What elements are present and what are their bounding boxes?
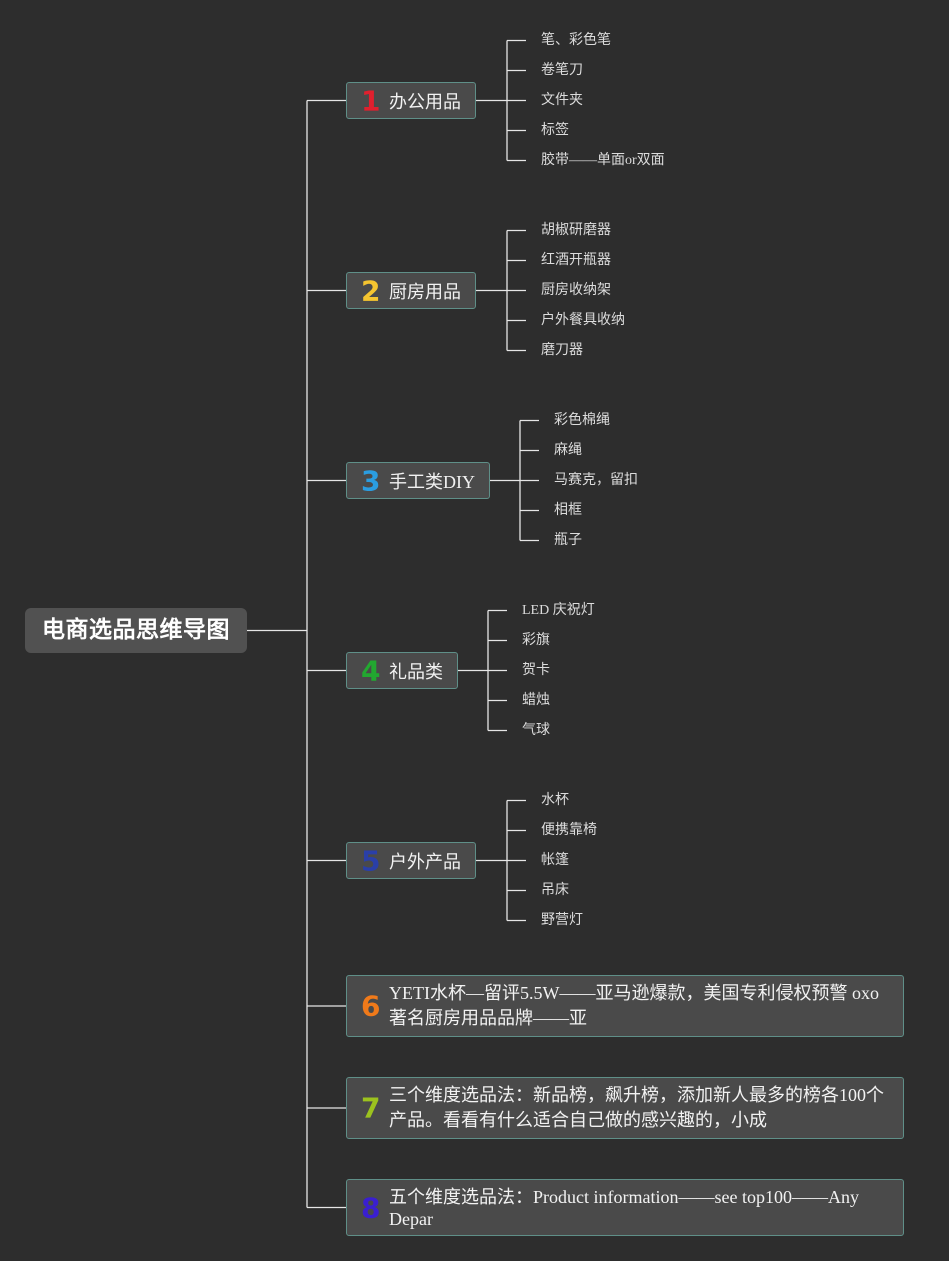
subtopic-item[interactable]: 彩色棉绳 <box>554 412 610 428</box>
subtopic-item[interactable]: 气球 <box>522 722 550 738</box>
subtopic-item[interactable]: 吊床 <box>541 882 569 898</box>
topic-kitchen-supplies[interactable]: 2 厨房用品 <box>346 272 476 309</box>
topic-outdoor-products[interactable]: 5 户外产品 <box>346 842 476 879</box>
number-1-icon: 1 <box>361 84 381 117</box>
subtopic-item[interactable]: 户外餐具收纳 <box>541 312 625 328</box>
topic-label: 五个维度选品法：Product information——see top100—… <box>389 1186 859 1229</box>
subtopic-item[interactable]: 彩旗 <box>522 632 550 648</box>
subtopic-item[interactable]: 野营灯 <box>541 912 583 928</box>
subtopic-item[interactable]: 帐篷 <box>541 852 569 868</box>
subtopic-item[interactable]: 胡椒研磨器 <box>541 222 611 238</box>
subtopic-item[interactable]: 文件夹 <box>541 92 583 108</box>
number-8-icon: 8 <box>361 1191 381 1224</box>
subtopic-item[interactable]: 红酒开瓶器 <box>541 252 611 268</box>
subtopic-item[interactable]: 便携靠椅 <box>541 822 597 838</box>
subtopic-item[interactable]: 胶带——单面or双面 <box>541 152 665 168</box>
number-4-icon: 4 <box>361 654 381 687</box>
subtopic-item[interactable]: 卷笔刀 <box>541 62 583 78</box>
topic-gifts[interactable]: 4 礼品类 <box>346 652 458 689</box>
root-label: 电商选品思维导图 <box>42 617 230 643</box>
root-topic[interactable]: 电商选品思维导图 <box>25 608 247 653</box>
subtopic-item[interactable]: 磨刀器 <box>541 342 583 358</box>
topic-office-supplies[interactable]: 1 办公用品 <box>346 82 476 119</box>
number-6-icon: 6 <box>361 989 381 1023</box>
subtopic-item[interactable]: 马赛克，留扣 <box>554 472 638 488</box>
subtopic-item[interactable]: 相框 <box>554 502 582 518</box>
subtopic-item[interactable]: 麻绳 <box>554 442 582 458</box>
topic-label: 厨房用品 <box>389 281 461 302</box>
subtopic-item[interactable]: 厨房收纳架 <box>541 282 611 298</box>
topic-handcraft-diy[interactable]: 3 手工类DIY <box>346 462 490 499</box>
subtopic-item[interactable]: 水杯 <box>541 792 569 808</box>
topic-label: 手工类DIY <box>389 471 475 492</box>
topic-three-dimension-method[interactable]: 7 三个维度选品法：新品榜，飙升榜，添加新人最多的榜各100个产品。看看有什么适… <box>346 1077 904 1139</box>
topic-label: 礼品类 <box>389 661 443 682</box>
number-3-icon: 3 <box>361 464 381 497</box>
topic-label: YETI水杯—留评5.5W——亚马逊爆款，美国专利侵权预警 oxo著名厨房用品品… <box>389 983 879 1028</box>
topic-label: 办公用品 <box>389 91 461 112</box>
subtopic-item[interactable]: 标签 <box>541 122 569 138</box>
subtopic-item[interactable]: 笔、彩色笔 <box>541 32 611 48</box>
number-2-icon: 2 <box>361 274 381 307</box>
subtopic-item[interactable]: LED 庆祝灯 <box>522 602 595 618</box>
topic-yeti-note[interactable]: 6 YETI水杯—留评5.5W——亚马逊爆款，美国专利侵权预警 oxo著名厨房用… <box>346 975 904 1037</box>
subtopic-item[interactable]: 瓶子 <box>554 532 582 548</box>
number-7-icon: 7 <box>361 1091 381 1125</box>
topic-five-dimension-method[interactable]: 8 五个维度选品法：Product information——see top10… <box>346 1179 904 1236</box>
subtopic-item[interactable]: 贺卡 <box>522 662 550 678</box>
number-5-icon: 5 <box>361 844 381 877</box>
subtopic-item[interactable]: 蜡烛 <box>522 692 550 708</box>
topic-label: 三个维度选品法：新品榜，飙升榜，添加新人最多的榜各100个产品。看看有什么适合自… <box>389 1085 884 1130</box>
topic-label: 户外产品 <box>389 851 461 872</box>
